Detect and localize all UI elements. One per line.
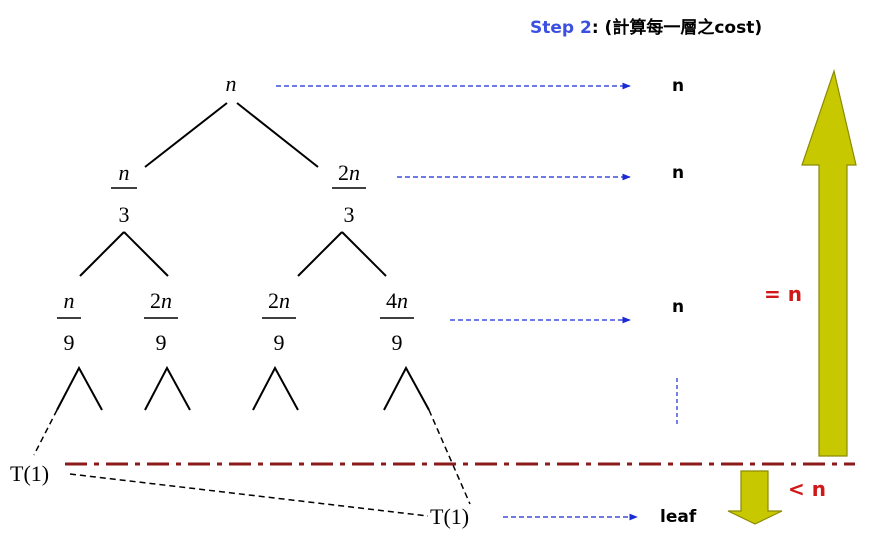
leaf-right-label: T(1) [430, 504, 469, 529]
cost-label-level1: n [672, 163, 684, 183]
edge-l1left-a [79, 231, 125, 277]
sum-up-arrow [801, 68, 857, 457]
node-level1-right: 2n 3 [332, 160, 366, 227]
edge-root-right [236, 102, 319, 168]
node-numerator: n [119, 160, 130, 185]
node-denominator: 9 [392, 330, 403, 355]
step-label: Step 2 [530, 18, 592, 38]
edge-l1right-b [341, 231, 387, 277]
branch-wedge-d [383, 365, 430, 411]
leaf-down-arrow [727, 470, 783, 525]
step-colon: : [592, 18, 599, 38]
branch-wedge-a [56, 365, 103, 411]
step-title: Step 2: (計算每一層之cost) [530, 17, 762, 38]
node-denominator: 3 [344, 202, 355, 227]
branch-wedge-b [144, 365, 191, 411]
node-denominator: 9 [64, 330, 75, 355]
node-denominator: 9 [156, 330, 167, 355]
node-level2-a: n 9 [57, 288, 81, 355]
root-node-label: n [226, 71, 237, 96]
less-than-n-label: < n [788, 477, 826, 501]
leaf-left-label: T(1) [10, 461, 49, 486]
edge-l1right-a [297, 231, 343, 277]
node-level2-d: 4n 9 [380, 288, 414, 355]
edge-l1left-b [123, 231, 169, 277]
leaf-path-left [33, 409, 58, 456]
leaf-connector [69, 473, 429, 517]
cost-label-leaf: leaf [660, 507, 697, 527]
step-description: (計算每一層之cost) [599, 17, 762, 38]
node-numerator: 2n [268, 288, 290, 313]
equals-n-label: = n [764, 282, 802, 306]
node-level2-b: 2n 9 [144, 288, 178, 355]
branch-wedge-c [252, 365, 299, 411]
node-numerator: 2n [150, 288, 172, 313]
cost-label-level2: n [672, 297, 684, 317]
cost-label-level0: n [672, 76, 684, 96]
node-numerator: 4n [386, 288, 408, 313]
edge-root-left [144, 102, 228, 168]
node-numerator: n [64, 288, 75, 313]
node-level2-c: 2n 9 [262, 288, 296, 355]
node-level1-left: n 3 [111, 160, 137, 227]
node-denominator: 3 [119, 202, 130, 227]
node-denominator: 9 [274, 330, 285, 355]
leaf-path-right [428, 409, 471, 505]
node-numerator: 2n [338, 160, 360, 185]
